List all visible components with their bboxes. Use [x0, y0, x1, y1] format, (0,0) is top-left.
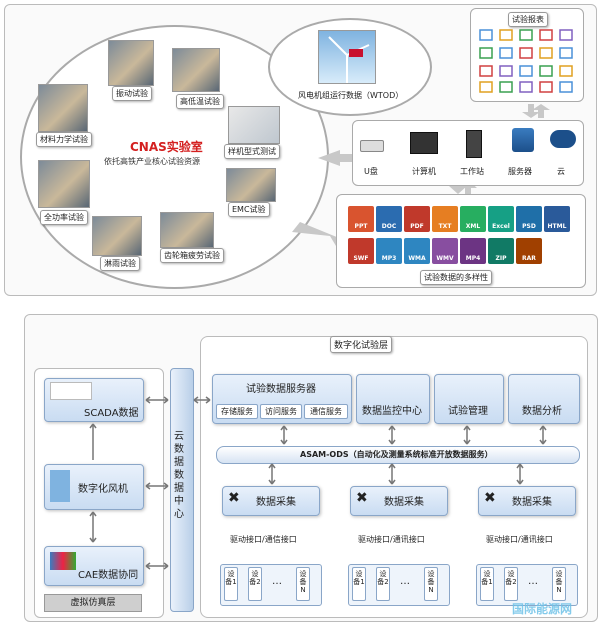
- lab-item-gearbox: 齿轮箱疲劳试验: [160, 248, 224, 263]
- usb-icon: [360, 140, 384, 152]
- cae-label: CAE数据协同: [78, 570, 139, 581]
- photo-gearbox: [160, 212, 214, 248]
- format-tile-zip: ZIP: [488, 238, 514, 264]
- server-icon: [512, 128, 534, 152]
- flow-arrows-top: [292, 104, 550, 246]
- watermark: 国际能源网: [512, 602, 573, 616]
- acquisition-box: [478, 486, 576, 516]
- lab-item-material: 材料力学试验: [36, 132, 92, 147]
- tools-icon: ✖: [228, 490, 240, 506]
- format-tile-mp3: MP3: [376, 238, 402, 264]
- workstation-icon: [466, 130, 482, 158]
- turbine-image: [318, 30, 376, 84]
- storage-computer: 计算机: [412, 167, 436, 176]
- device-item: 设备N: [552, 567, 566, 601]
- format-tile-html: HTML: [544, 206, 570, 232]
- asam-bar: [216, 446, 580, 464]
- lab-item-vibration: 振动试验: [112, 86, 152, 101]
- acquisition-label: 数据采集: [512, 497, 552, 508]
- device-item: 设备2: [248, 567, 262, 601]
- lab-item-full-power: 全功率试验: [40, 210, 88, 225]
- acquisition-label: 数据采集: [384, 497, 424, 508]
- analysis-label: 数据分析: [522, 406, 562, 417]
- device-item: 设备2: [504, 567, 518, 601]
- analysis-box: [508, 374, 580, 424]
- device-item: 设备N: [424, 567, 438, 601]
- lab-item-prototype: 样机型式测试: [224, 144, 280, 159]
- interface-label: 驱动接口/通信接口: [230, 535, 297, 544]
- photo-prototype: [228, 106, 280, 144]
- lab-item-emc: EMC试验: [228, 202, 270, 217]
- format-tile-mp4: MP4: [460, 238, 486, 264]
- tools-icon: ✖: [356, 490, 368, 506]
- cae-thumb: [50, 552, 76, 570]
- storage-cloud: 云: [557, 167, 565, 176]
- scada-label: SCADA数据: [84, 408, 139, 419]
- cloud-icon: [550, 130, 576, 148]
- server-sub-access: 访问服务: [260, 404, 302, 419]
- format-tile-wmv: WMV: [432, 238, 458, 264]
- format-tile-txt: TXT: [432, 206, 458, 232]
- tools-icon: ✖: [484, 490, 496, 506]
- photo-temperature: [172, 48, 220, 92]
- storage-workstation: 工作站: [460, 167, 484, 176]
- center-title: CNAS实验室: [130, 140, 203, 154]
- turbine-icon: [328, 36, 370, 83]
- format-tile-swf: SWF: [348, 238, 374, 264]
- report-panel: [470, 8, 584, 102]
- manage-box: [434, 374, 504, 424]
- monitor-label: 数据监控中心: [362, 406, 422, 417]
- center-subtitle: 依托高铁产业核心试验资源: [104, 157, 200, 166]
- interface-label: 驱动接口/通讯接口: [486, 535, 553, 544]
- format-tile-psd: PSD: [516, 206, 542, 232]
- device-item: 设备1: [480, 567, 494, 601]
- manage-label: 试验管理: [448, 406, 488, 417]
- format-tile-wma: WMA: [404, 238, 430, 264]
- format-tile-xml: XML: [460, 206, 486, 232]
- device-item: …: [528, 576, 538, 587]
- cloud-center-label: 云数据数据中心: [174, 431, 184, 520]
- computer-icon: [410, 132, 438, 154]
- server-sub-storage: 存储服务: [216, 404, 258, 419]
- monitor-box: [356, 374, 430, 424]
- format-tile-doc: DOC: [376, 206, 402, 232]
- device-item: 设备2: [376, 567, 390, 601]
- format-tile-excel: Excel: [488, 206, 514, 232]
- device-item: 设备N: [296, 567, 310, 601]
- device-item: …: [272, 576, 282, 587]
- format-tile-rar: RAR: [516, 238, 542, 264]
- photo-vibration: [108, 40, 154, 86]
- device-item: 设备1: [352, 567, 366, 601]
- device-item: …: [400, 576, 410, 587]
- acquisition-box: [350, 486, 448, 516]
- turbine-thumb: [50, 470, 70, 502]
- photo-full-power: [38, 160, 90, 208]
- scada-thumb: [50, 382, 92, 400]
- acquisition-label: 数据采集: [256, 497, 296, 508]
- lab-item-rain: 淋雨试验: [100, 256, 140, 271]
- wtod-label: 风电机组运行数据（WTOD）: [298, 91, 404, 100]
- photo-emc: [226, 168, 276, 202]
- format-tile-ppt: PPT: [348, 206, 374, 232]
- interface-label: 驱动接口/通讯接口: [358, 535, 425, 544]
- layer-title: 数字化试验层: [330, 336, 393, 353]
- diversity-label: 试验数据的多样性: [420, 270, 492, 285]
- cloud-center-bar: [170, 368, 194, 612]
- storage-usb: U盘: [364, 167, 378, 176]
- report-chart-grid: [479, 29, 573, 93]
- device-item: 设备1: [224, 567, 238, 601]
- server-sub-comm: 通信服务: [304, 404, 348, 419]
- virtual-layer-label: 虚拟仿真层: [44, 594, 142, 612]
- format-tile-pdf: PDF: [404, 206, 430, 232]
- photo-material: [38, 84, 88, 132]
- asam-label: ASAM-ODS（自动化及测量系统标准开放数据服务）: [300, 450, 493, 459]
- lab-item-temperature: 高低温试验: [176, 94, 224, 109]
- storage-server: 服务器: [508, 167, 532, 176]
- acquisition-box: [222, 486, 320, 516]
- digital-turbine-label: 数字化风机: [78, 484, 128, 495]
- report-title: 试验报表: [508, 12, 548, 27]
- photo-rain: [92, 216, 142, 256]
- server-label: 试验数据服务器: [246, 384, 316, 395]
